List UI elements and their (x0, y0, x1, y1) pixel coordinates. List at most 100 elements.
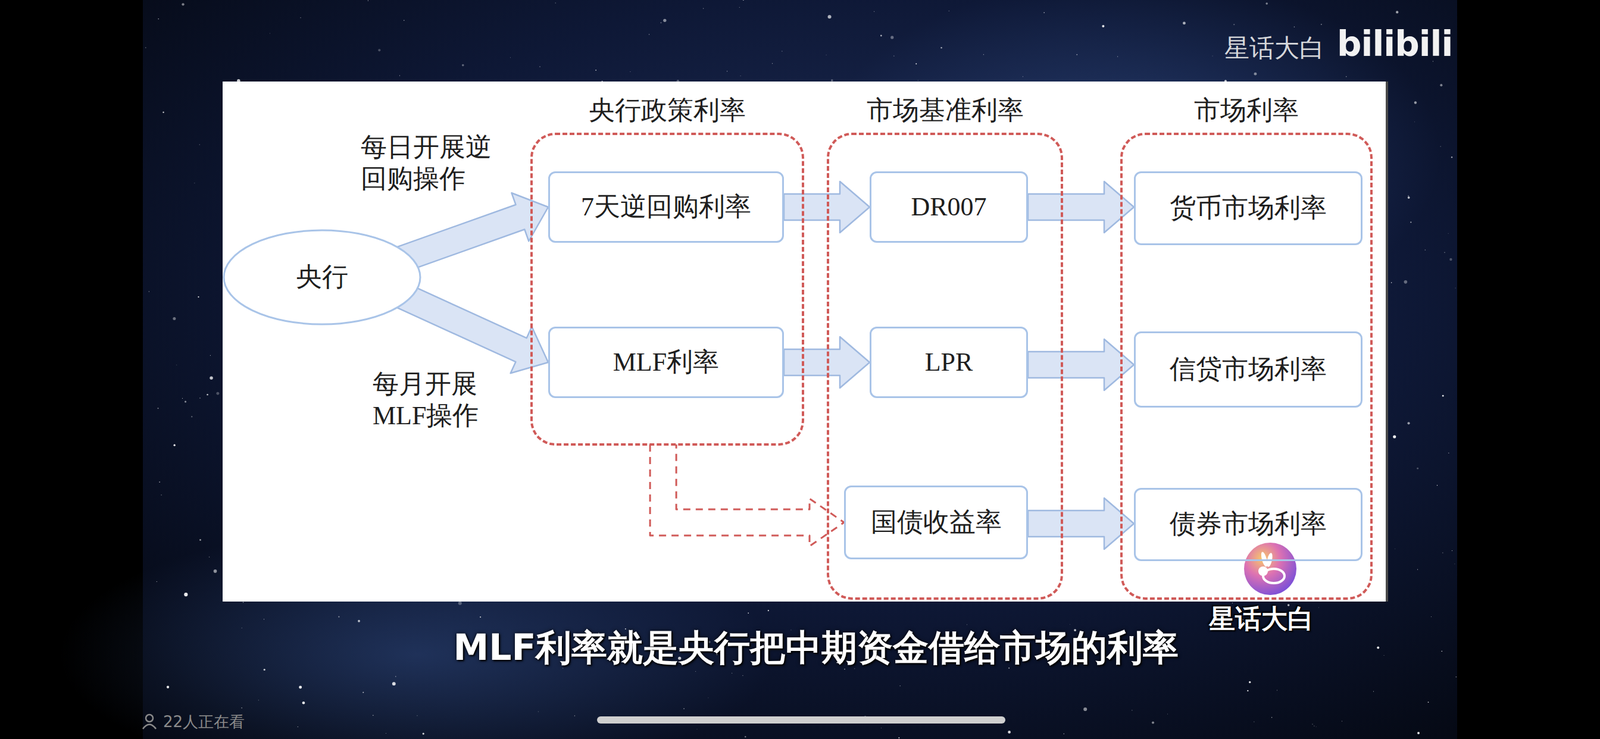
star (145, 47, 147, 49)
ellipse-shape (223, 230, 421, 325)
group-heading: 市场利率 (1194, 95, 1299, 127)
star (157, 407, 159, 409)
star (1383, 655, 1385, 656)
viewer-icon (142, 714, 156, 730)
star (830, 79, 834, 82)
star (1316, 726, 1317, 728)
star (1448, 452, 1449, 454)
star (1417, 569, 1418, 571)
channel-watermark: 星话大白 (1224, 33, 1325, 64)
star (1376, 646, 1380, 649)
star-field (145, 0, 1457, 739)
star (385, 733, 387, 734)
viewer-count: 22人正在看 (163, 713, 245, 732)
ellipse-node: 央行 (222, 229, 422, 326)
star (1392, 435, 1396, 439)
star (403, 19, 405, 21)
star (1320, 23, 1323, 25)
star (1043, 11, 1045, 14)
star (176, 364, 177, 366)
star (461, 64, 465, 67)
star (208, 557, 210, 558)
star (1455, 676, 1457, 678)
star (148, 291, 150, 292)
star (367, 0, 369, 1)
star (194, 182, 195, 184)
arrow-connector (1027, 498, 1134, 550)
star (555, 2, 556, 3)
star (538, 711, 540, 713)
star (826, 54, 827, 56)
site-logo: bilibili (1336, 23, 1453, 66)
star (1391, 282, 1392, 283)
star (1414, 121, 1415, 123)
rate-box: DR007 (869, 171, 1028, 243)
star (269, 32, 271, 34)
node-label: 央行 (295, 262, 349, 293)
star (422, 733, 425, 736)
star (258, 700, 259, 701)
star (1439, 145, 1441, 147)
star (1373, 691, 1374, 692)
star (731, 673, 733, 674)
star (915, 63, 917, 65)
star (880, 35, 883, 37)
star (1101, 25, 1105, 28)
uploader-name: 星话大白 (1208, 605, 1314, 633)
star (162, 111, 164, 114)
star (1407, 196, 1411, 199)
star (663, 19, 667, 23)
star (1007, 730, 1011, 734)
star (695, 671, 696, 673)
star (1341, 720, 1343, 722)
star (595, 69, 597, 71)
star (416, 715, 418, 717)
star (377, 48, 381, 52)
star (158, 481, 161, 483)
star (338, 616, 340, 618)
star (1454, 563, 1455, 565)
star (300, 17, 301, 18)
star (539, 66, 540, 67)
star (199, 397, 201, 399)
rate-box: 7天逆回购利率 (548, 171, 784, 243)
star (697, 729, 698, 730)
star (362, 692, 364, 694)
star (873, 11, 875, 12)
star (302, 701, 306, 705)
star (1063, 733, 1065, 734)
star (1254, 72, 1258, 76)
star (1131, 710, 1133, 711)
node-label: 7天逆回购利率 (580, 192, 752, 223)
rate-box: 信贷市场利率 (1133, 331, 1363, 408)
star (739, 7, 740, 8)
star (1022, 76, 1024, 77)
star (1311, 723, 1314, 725)
progress-bar (597, 716, 1006, 724)
star (1449, 258, 1452, 261)
node-label: LPR (925, 347, 974, 378)
star (263, 669, 266, 671)
star (1076, 54, 1078, 56)
star (156, 581, 158, 583)
star (395, 676, 396, 677)
star (197, 296, 199, 298)
dashed-group: 央行政策利率7天逆回购利率MLF利率 (530, 132, 805, 446)
star (1276, 690, 1278, 692)
rate-box: LPR (869, 326, 1028, 399)
rate-box: 债券市场利率 (1133, 488, 1363, 562)
rate-box: 国债收益率 (844, 485, 1028, 560)
star (880, 727, 882, 729)
star (1151, 721, 1155, 724)
group-heading: 市场基准利率 (866, 95, 1024, 127)
star (747, 613, 749, 615)
star (1425, 249, 1427, 251)
star (166, 686, 170, 689)
star (184, 400, 187, 403)
group-heading: 央行政策利率 (588, 95, 746, 127)
star (683, 708, 685, 710)
star (1407, 422, 1410, 425)
star (1083, 707, 1087, 712)
star (209, 376, 213, 380)
